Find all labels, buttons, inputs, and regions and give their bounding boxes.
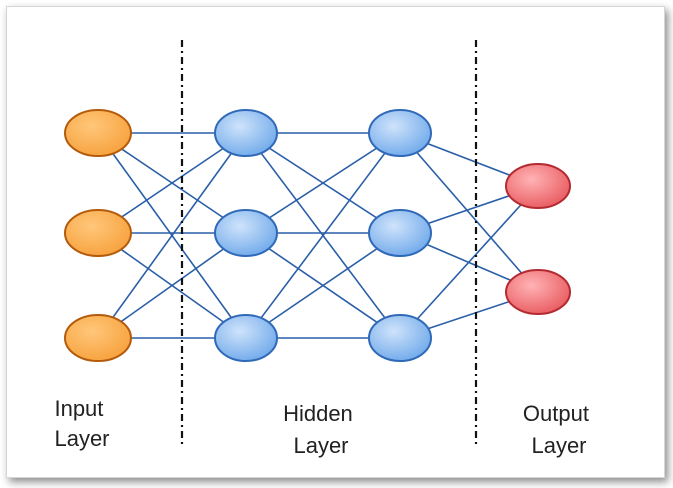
output-node-1 [505,163,571,209]
input-node-1 [64,109,132,157]
hidden-label-line-2: Layer [293,433,348,458]
input-label-line-2: Layer [54,426,109,451]
connection-input-2-to-hidden1-1 [97,232,247,339]
hidden-label-line-1: Hidden [283,401,353,426]
hidden1-node-1 [214,109,278,157]
hidden1-node-2 [214,209,278,257]
output-node-2 [505,269,571,315]
connection-input-2-to-hidden1-0 [97,132,247,339]
output-layer-label: Output Layer [523,401,595,458]
connection-lines [97,132,539,339]
input-layer-label: Input Layer [54,396,109,451]
input-node-3 [64,314,132,362]
neuron-nodes [64,109,571,362]
layer-labels: Input Layer Hidden Layer Output Layer [54,396,595,458]
connection-hidden2-0-to-output-1 [399,132,539,293]
output-label-line-2: Layer [531,433,586,458]
hidden2-node-2 [368,209,432,257]
connection-hidden1-2-to-hidden2-0 [245,132,401,339]
connection-input-1-to-hidden1-0 [97,132,247,234]
connection-hidden2-2-to-output-0 [399,185,539,339]
hidden1-node-3 [214,314,278,362]
layer-dividers [180,40,478,448]
output-label-line-1: Output [523,401,589,426]
connection-hidden1-1-to-hidden2-0 [245,132,401,234]
input-label-line-1: Input [54,396,103,421]
hidden2-node-1 [368,109,432,157]
input-node-2 [64,209,132,257]
connection-hidden1-2-to-hidden2-1 [245,232,401,339]
hidden-layer-label: Hidden Layer [283,401,359,458]
hidden2-node-3 [368,314,432,362]
